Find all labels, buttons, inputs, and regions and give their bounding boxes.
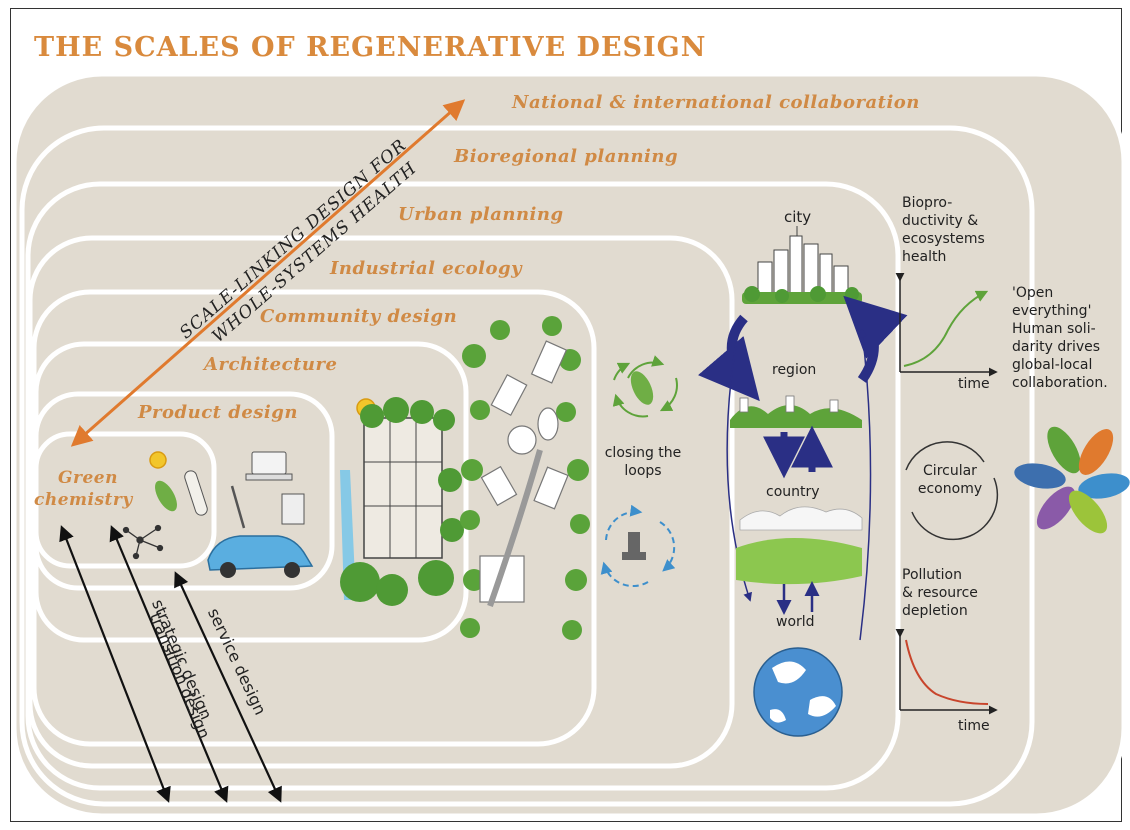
bioproductivity-curve xyxy=(903,290,989,367)
closing-loops-line-1: closing the xyxy=(604,445,682,461)
pollution-chart xyxy=(895,628,998,715)
open-line-1: 'Open xyxy=(1012,285,1054,301)
open-line-2: everything' xyxy=(1012,303,1092,319)
label-industrial: Industrial ecology xyxy=(330,258,523,279)
technical-loop xyxy=(600,504,676,588)
bioproductivity-line-3: ecosystems xyxy=(902,231,985,247)
label-green-chemistry-2: chemistry xyxy=(34,490,133,510)
label-world: world xyxy=(776,614,815,630)
green-building xyxy=(363,417,443,559)
open-line-6: collaboration. xyxy=(1012,375,1108,391)
circular-line-1: Circular xyxy=(923,463,977,479)
service-design-arrow xyxy=(174,571,282,803)
pollution-label: Pollution & resource depletion xyxy=(902,566,978,620)
label-region: region xyxy=(772,362,817,378)
open-line-4: darity drives xyxy=(1012,339,1101,355)
city-world-loop-right xyxy=(858,328,872,641)
label-national: National & international collaboration xyxy=(512,92,920,113)
pollution-line-3: depletion xyxy=(902,603,968,619)
scale-linking-arrow xyxy=(70,99,466,447)
label-architecture: Architecture xyxy=(204,354,338,375)
city-ground xyxy=(742,292,862,304)
biological-loop xyxy=(612,355,678,418)
label-community: Community design xyxy=(260,306,458,327)
label-city: city xyxy=(784,208,812,226)
label-urban: Urban planning xyxy=(398,204,564,225)
closing-loops-line-2: loops xyxy=(624,463,662,479)
community-design-illustration xyxy=(460,316,590,640)
product-design-illustration xyxy=(207,451,314,578)
bolt-icon xyxy=(622,532,646,560)
label-country: country xyxy=(766,484,820,500)
open-line-3: Human soli- xyxy=(1012,321,1096,337)
label-green-chemistry-1: Green xyxy=(58,468,118,488)
leaf-icon xyxy=(630,371,654,405)
laptop-icon xyxy=(251,451,287,475)
bioproductivity-time-label: time xyxy=(958,376,990,392)
architecture-illustration xyxy=(340,397,464,606)
pollution-curve xyxy=(905,639,989,705)
bioproductivity-line-2: ductivity & xyxy=(902,213,979,229)
chair-icon xyxy=(281,493,305,525)
shovel-icon xyxy=(230,485,246,529)
country-illustration xyxy=(736,506,863,585)
bioproductivity-line-1: Biopro- xyxy=(902,195,953,211)
circular-economy-cycle xyxy=(905,441,999,541)
bioproductivity-label: Biopro- ductivity & ecosystems health xyxy=(902,194,985,266)
region-illustration xyxy=(730,395,862,428)
circular-economy-label: Circular economy xyxy=(904,462,996,498)
diagram-title: THE SCALES OF REGENERATIVE DESIGN xyxy=(34,32,707,63)
car-icon xyxy=(207,535,314,578)
circular-line-2: economy xyxy=(917,481,983,497)
closing-loops-label: closing the loops xyxy=(598,444,688,480)
pollution-time-label: time xyxy=(958,718,990,734)
open-line-5: global-local xyxy=(1012,357,1093,373)
bioproductivity-line-4: health xyxy=(902,249,947,265)
leaf-icon xyxy=(155,480,177,512)
pollution-line-2: & resource xyxy=(902,585,978,601)
open-everything-label: 'Open everything' Human soli- darity dri… xyxy=(1012,284,1108,392)
label-product: Product design xyxy=(138,402,298,423)
test-tube-icon xyxy=(184,470,208,516)
sun-icon xyxy=(149,451,167,469)
green-chemistry-illustration xyxy=(122,451,208,560)
pollution-line-1: Pollution xyxy=(902,567,962,583)
molecule-icon xyxy=(122,524,164,560)
globe-illustration xyxy=(753,647,843,737)
label-bioregional: Bioregional planning xyxy=(454,146,679,167)
bioproductivity-chart xyxy=(895,272,998,377)
solidarity-hands-illustration xyxy=(1014,426,1130,534)
